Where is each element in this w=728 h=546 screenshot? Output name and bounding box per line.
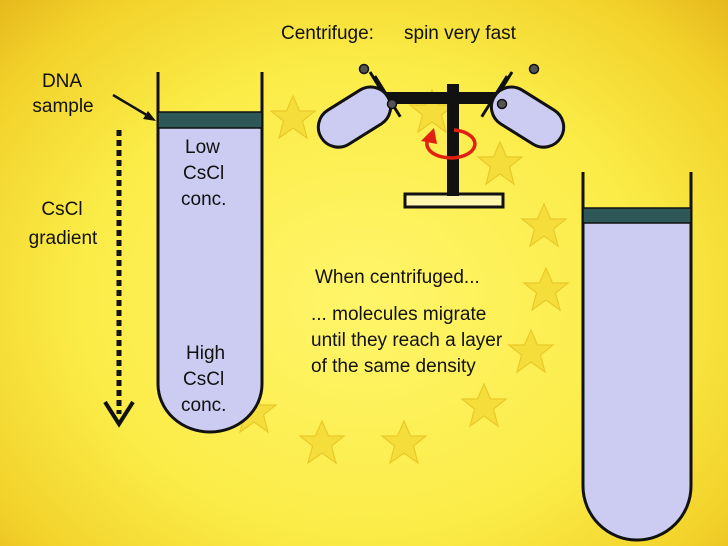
rotation-arrow-icon — [421, 128, 477, 160]
spin-label: spin very fast — [404, 23, 516, 44]
low-conc-line3: conc. — [181, 189, 227, 210]
gradient-arrow — [103, 130, 135, 428]
high-conc-line3: conc. — [181, 395, 227, 416]
test-tube-left — [156, 72, 264, 434]
high-conc-line2: CsCl — [183, 369, 225, 390]
star-icon — [477, 141, 523, 185]
star-icon — [270, 95, 316, 139]
sample-label: sample — [32, 96, 94, 117]
centrifuge-label: Centrifuge: — [281, 23, 374, 44]
gradient-label: gradient — [28, 228, 98, 249]
low-conc-line2: CsCl — [183, 163, 225, 184]
star-icon — [299, 420, 345, 464]
migrate-text-line2: until they reach a layer — [311, 330, 503, 351]
star-icon — [523, 267, 569, 311]
low-conc-line1: Low — [185, 137, 220, 158]
star-icon — [381, 420, 427, 464]
star-icon — [508, 329, 554, 373]
star-icon — [521, 203, 567, 247]
centrifuge-icon — [316, 63, 566, 209]
when-centrifuged-text: When centrifuged... — [315, 267, 480, 288]
high-conc-line1: High — [186, 343, 226, 364]
migrate-text-line3: of the same density — [311, 356, 476, 377]
cscl-label: CsCl — [41, 199, 83, 220]
test-tube-right — [581, 172, 693, 542]
star-icon — [461, 383, 507, 427]
dna-band — [582, 207, 692, 224]
dna-label: DNA — [41, 71, 83, 92]
migrate-text-line1: ... molecules migrate — [311, 304, 487, 325]
dna-band — [157, 111, 263, 129]
dna-pointer-arrow — [112, 93, 156, 121]
